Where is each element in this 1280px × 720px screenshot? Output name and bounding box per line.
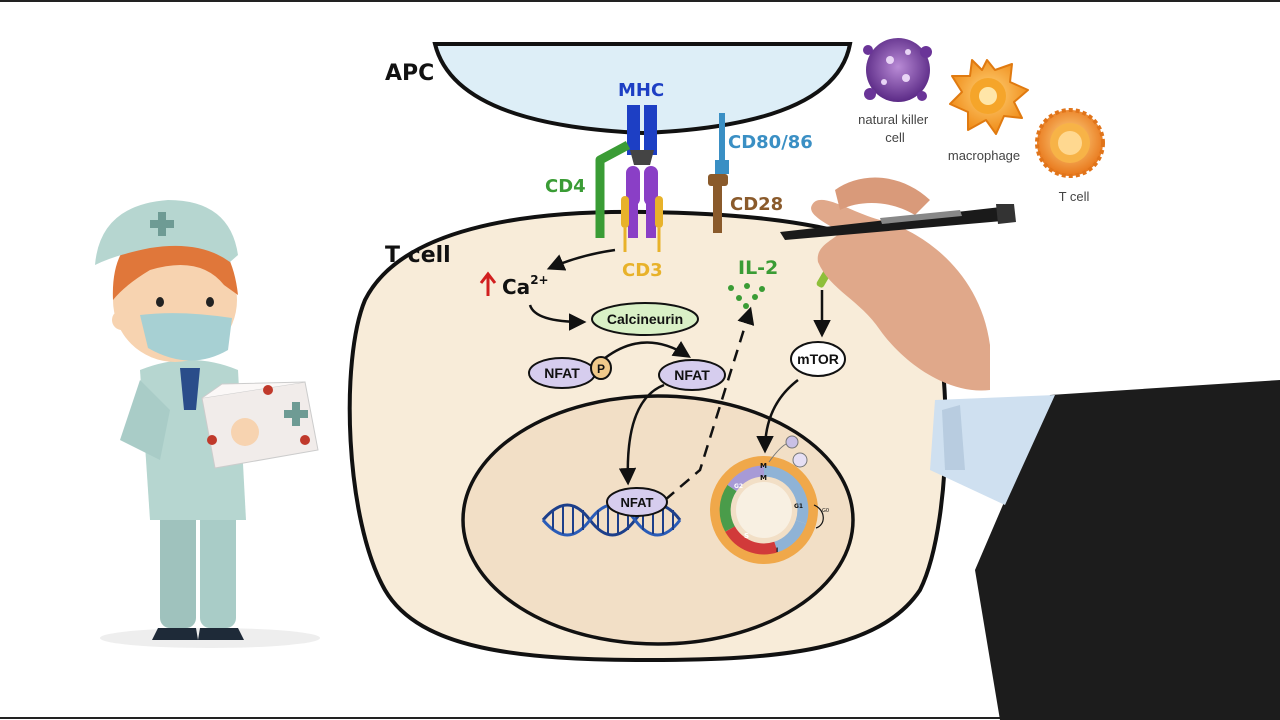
phase-m-inner: M (760, 474, 767, 482)
cd4-molecule (595, 141, 631, 238)
mhc-molecule (627, 105, 657, 165)
nfat-active-label: NFAT (674, 367, 710, 383)
phase-g0: G0 (822, 508, 829, 514)
cd80-86-label: CD80/86 (728, 132, 813, 153)
phase-i: I (776, 547, 778, 554)
calcium-label: Ca2+ (502, 273, 549, 299)
mtor-label: mTOR (797, 351, 839, 367)
mtor-node (790, 341, 846, 377)
phosphate-label: P (597, 362, 605, 376)
nfat-phosphorylated-label: NFAT (544, 365, 580, 381)
arrow-dna-to-il2 (664, 306, 755, 501)
drawing-hand (780, 177, 1280, 720)
phase-g2: G2 (734, 483, 743, 490)
cd3-molecule (621, 196, 663, 252)
il2-label: IL-2 (738, 257, 778, 279)
nk-cell-illustration (863, 38, 932, 102)
cell-cycle-diagram: M M G1 G2 S G0 I (710, 435, 829, 564)
arrow-nfat-dephos (604, 341, 691, 360)
phase-s: S (744, 532, 749, 540)
phase-m-outer: M (760, 462, 767, 470)
cd3-label: CD3 (622, 260, 663, 281)
phase-g1: G1 (794, 503, 803, 510)
arrow-cd3-to-ca (546, 248, 616, 271)
phosphate-node (590, 356, 612, 380)
nfat-active-node (658, 359, 726, 391)
tcr-molecule (626, 166, 658, 238)
nfat-nucleus-node (606, 487, 668, 517)
calcium-indicator (479, 271, 497, 296)
t-cell-illustration (1035, 108, 1105, 178)
il2-particles (728, 283, 765, 309)
t-cell-label: T cell (385, 243, 451, 268)
t-cell-legend-label: T cell (1059, 189, 1090, 204)
cd80-86-molecule (715, 113, 729, 174)
cd28-label: CD28 (730, 194, 783, 215)
cd4-label: CD4 (545, 176, 586, 197)
nfat-nucleus-label: NFAT (621, 495, 654, 510)
arrow-mtor-to-cycle (756, 379, 799, 454)
apc-cell (432, 42, 853, 136)
macrophage-illustration (949, 59, 1029, 135)
macrophage-label: macrophage (948, 148, 1020, 163)
doctor-character (95, 200, 320, 648)
calcineurin-node (591, 302, 699, 336)
cd28-molecule (708, 174, 728, 233)
nk-cell-label: natural killer cell (858, 112, 932, 145)
apc-label: APC (385, 61, 434, 86)
calcineurin-label: Calcineurin (607, 311, 683, 327)
mhc-label: MHC (618, 80, 664, 101)
calcium-charge: 2+ (530, 273, 548, 287)
arrow-nfat-to-dna (618, 383, 665, 486)
nucleus (461, 394, 855, 646)
arrow-ca-to-calcineurin (528, 304, 587, 331)
